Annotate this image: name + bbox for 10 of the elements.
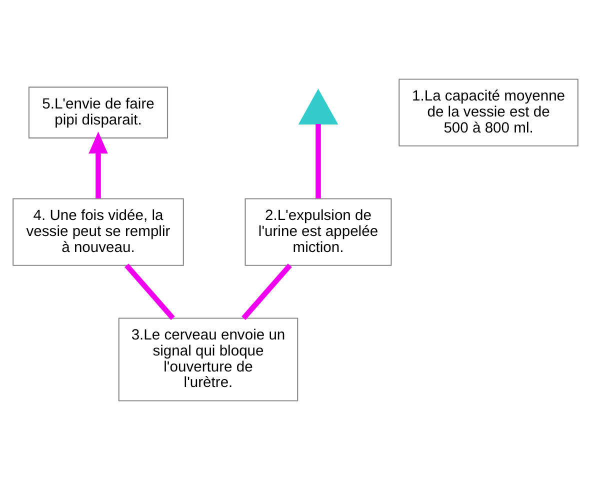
node-box: 3.Le cerveau envoie un signal qui bloque l'ouverture de l'urètre. xyxy=(118,318,298,402)
node-seesaw xyxy=(298,88,338,124)
node-box: 1.La capacité moyenne de la vessie est de 500 à 800 ml. xyxy=(398,78,578,146)
node-box: 5.L'envie de faire pipi disparait. xyxy=(28,86,168,138)
connector xyxy=(242,264,292,320)
connector xyxy=(124,264,175,320)
arrow xyxy=(88,132,108,198)
connector xyxy=(316,124,321,198)
node-box: 2.L'expulsion de l'urine est appelée miction. xyxy=(244,198,392,266)
node-box: 4. Une fois vidée, la vessie peut se remplir à nouveau. xyxy=(12,198,184,266)
